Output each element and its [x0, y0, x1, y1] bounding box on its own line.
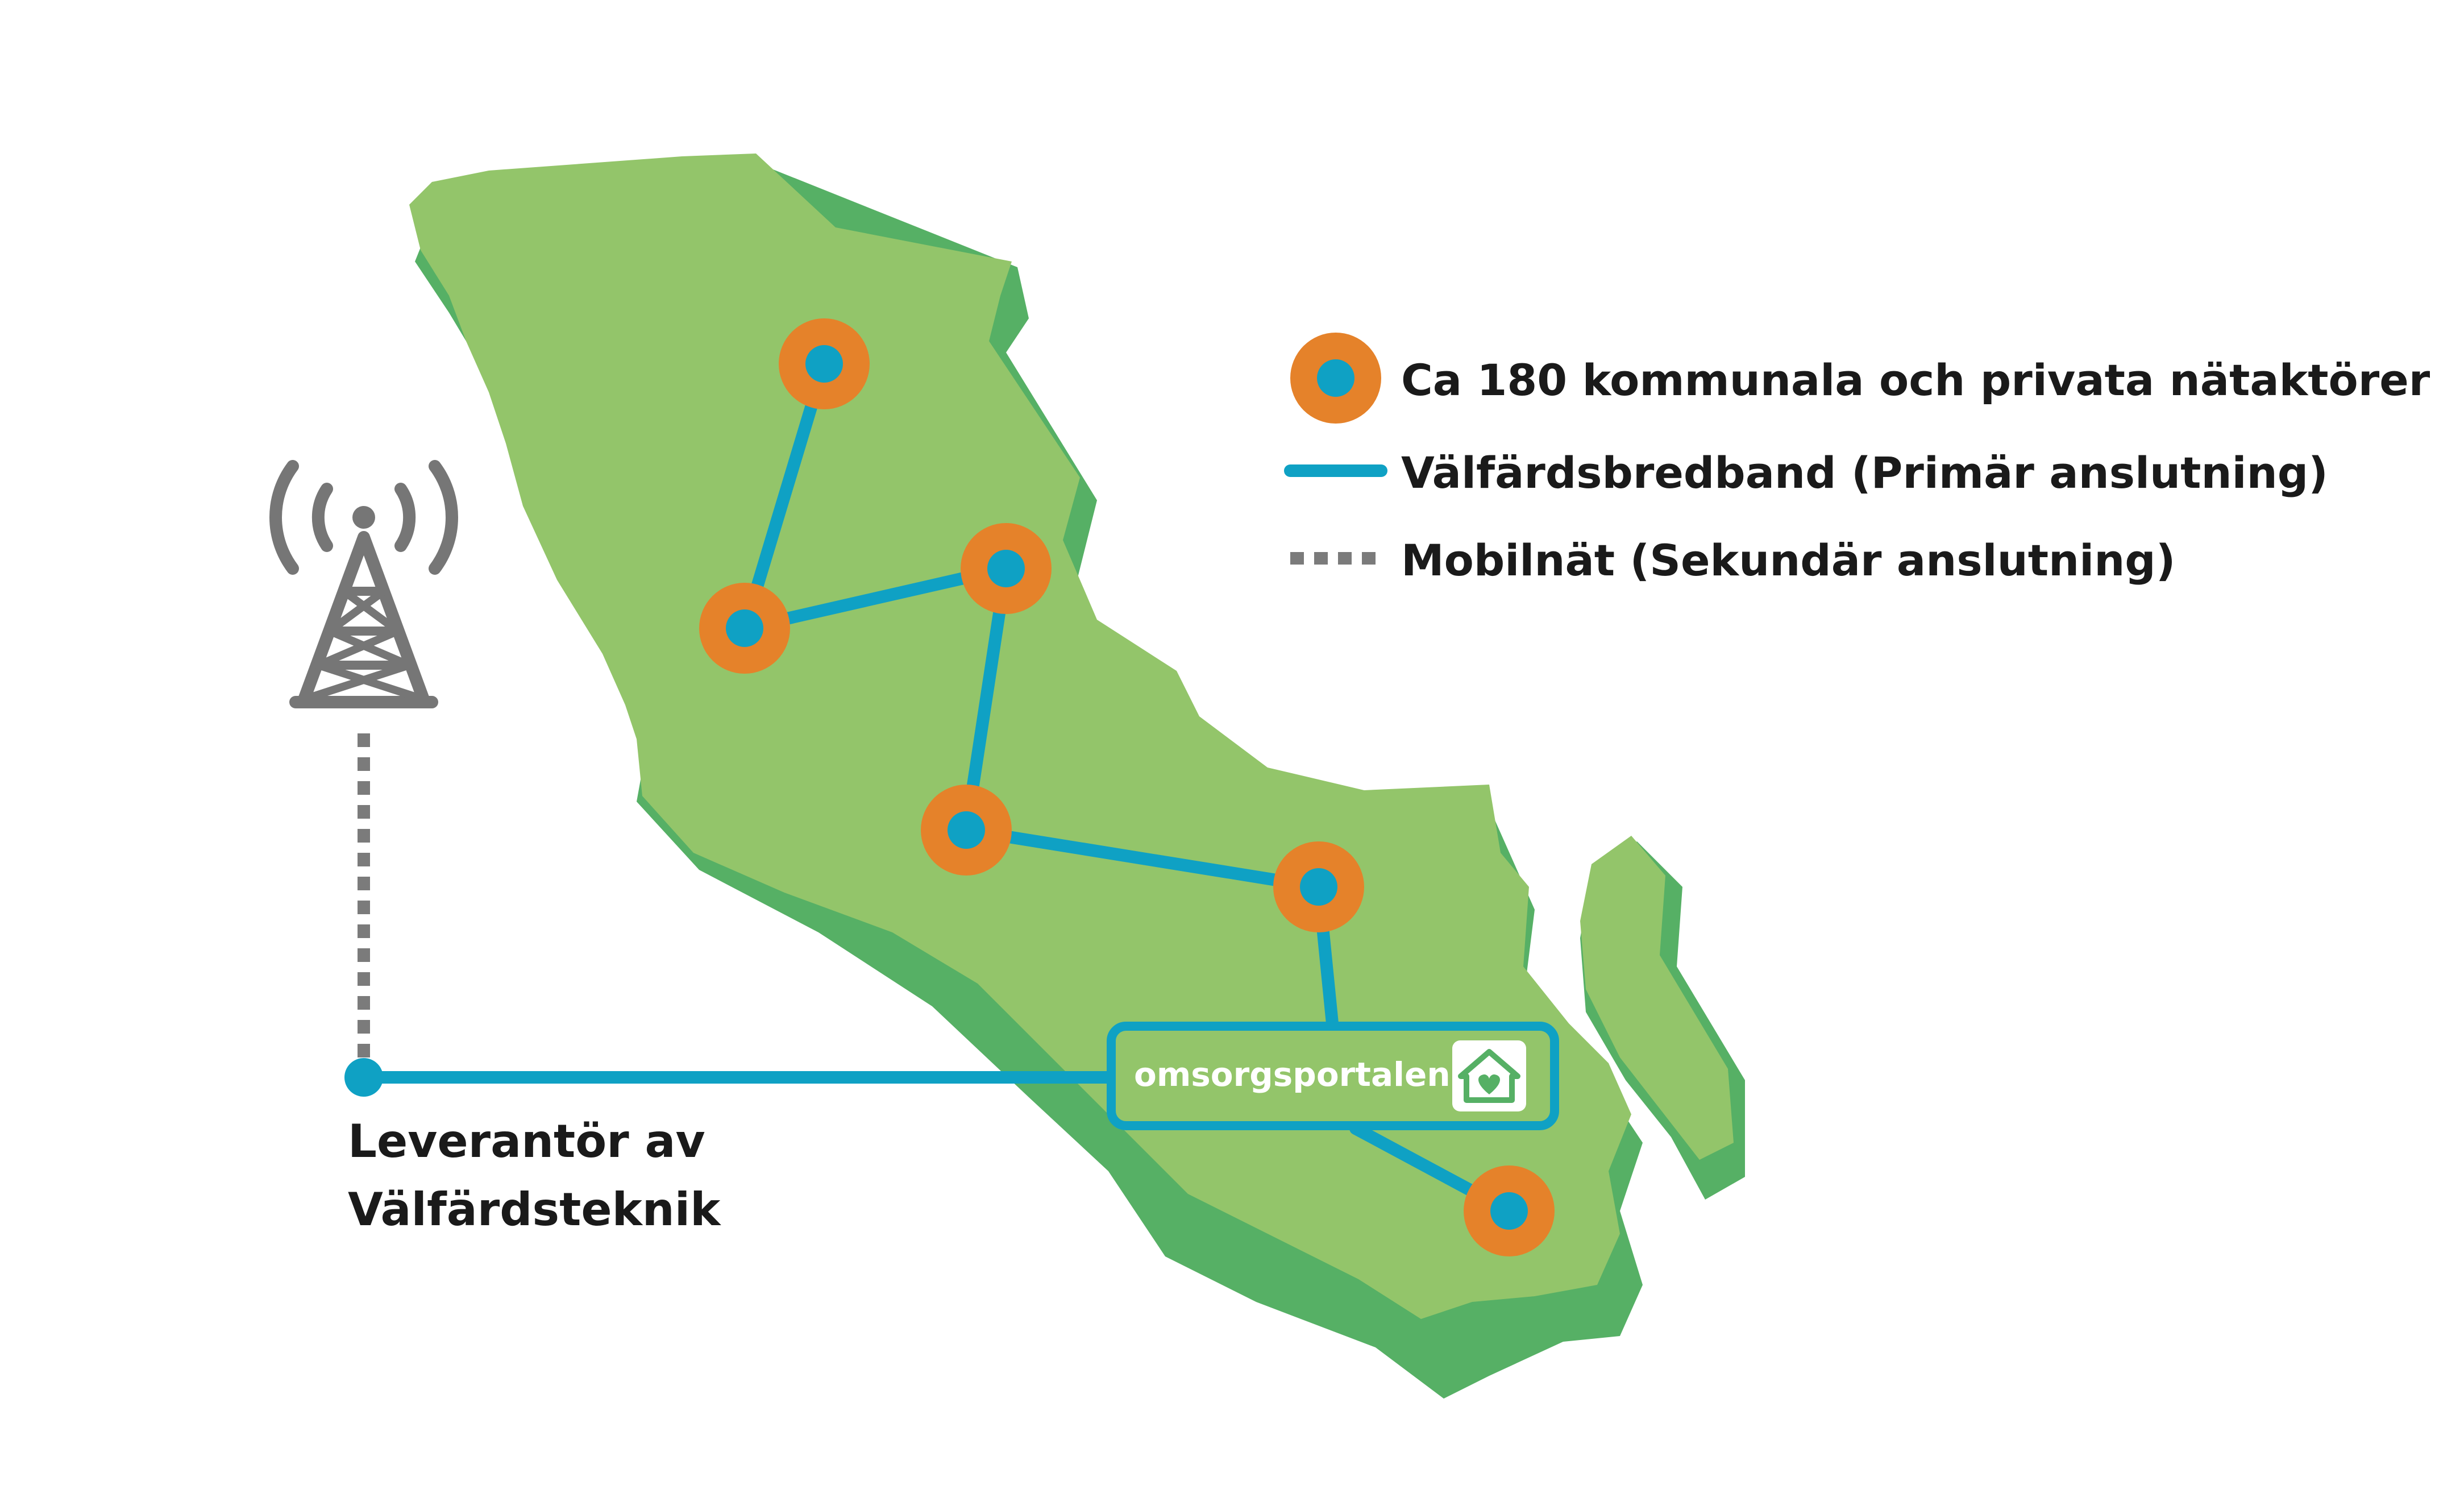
- operator-nodes: [699, 318, 1555, 1256]
- operator-node: [961, 523, 1052, 614]
- portal-name: omsorgsportalen: [1134, 1055, 1451, 1094]
- legend-operator-node-icon: [1290, 333, 1381, 424]
- provider-label-line1: Leverantör av: [348, 1115, 705, 1168]
- legend-broadband-label: Välfärdsbredband (Primär anslutning): [1401, 447, 2328, 498]
- operator-node: [921, 785, 1012, 876]
- operator-node: [1464, 1165, 1555, 1256]
- legend: Ca 180 kommunala och privata nätaktörer …: [1284, 333, 2430, 586]
- operator-node: [779, 318, 870, 409]
- legend-mobile-label: Mobilnät (Sekundär anslutning): [1401, 535, 2175, 586]
- island-top: [1580, 836, 1734, 1160]
- house-heart-icon: [1452, 1040, 1526, 1111]
- legend-operators-label: Ca 180 kommunala och privata nätaktörer: [1401, 355, 2430, 405]
- operator-node: [1273, 841, 1364, 932]
- link-segment: [960, 824, 1325, 893]
- provider-label-line2: Välfärdsteknik: [348, 1183, 721, 1236]
- link-segment: [738, 358, 830, 634]
- provider-endpoint-dot: [344, 1058, 383, 1097]
- portal-box: omsorgsportalen: [1107, 1022, 1559, 1130]
- broadband-links: [358, 358, 1515, 1217]
- operator-node: [699, 583, 790, 674]
- radio-tower-icon: [269, 460, 458, 708]
